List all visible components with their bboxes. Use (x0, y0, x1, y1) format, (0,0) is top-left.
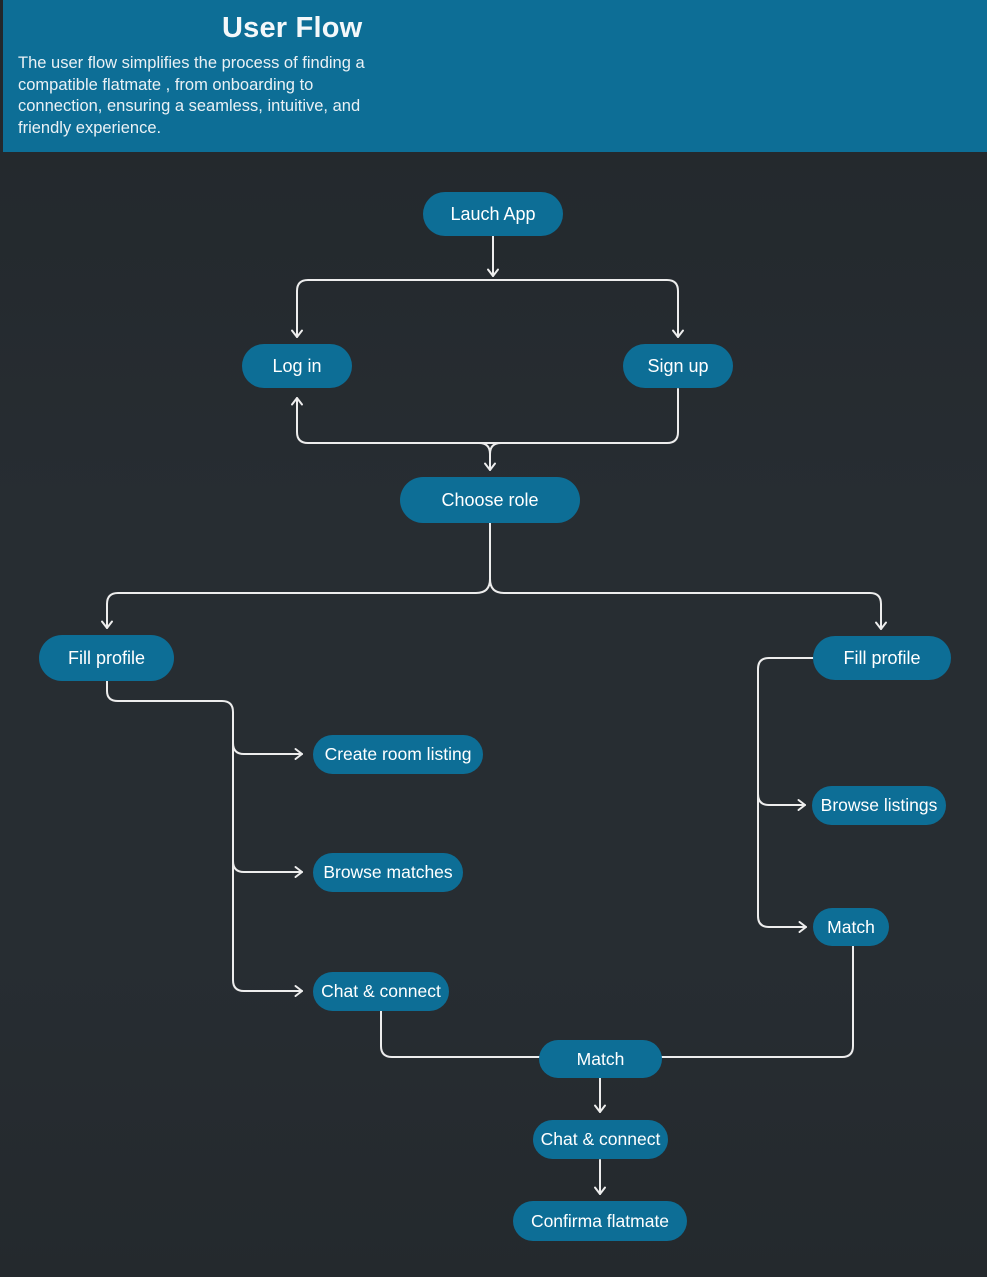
edge-rail-login-signup (291, 279, 684, 338)
edge-split-right (489, 578, 887, 630)
edge-branch-browse-listings (757, 793, 806, 811)
edge-signup-to-login (291, 388, 679, 444)
node-match-center[interactable]: Match (539, 1040, 662, 1078)
edge-cusp-left (478, 442, 491, 455)
node-choose-role[interactable]: Choose role (400, 477, 580, 523)
edge-right-trunk (757, 657, 814, 933)
edge-split-left (101, 578, 491, 629)
node-chat-connect-center[interactable]: Chat & connect (533, 1120, 668, 1159)
header-banner: User Flow The user flow simplifies the p… (3, 0, 987, 152)
page-description: The user flow simplifies the process of … (18, 54, 365, 137)
edge-rightmatch-to-match (661, 945, 854, 1058)
node-fill-profile-left[interactable]: Fill profile (39, 635, 174, 681)
edge-cusp-right (489, 442, 502, 455)
node-match-right[interactable]: Match (813, 908, 889, 946)
node-browse-listings[interactable]: Browse listings (812, 786, 946, 825)
node-launch-app[interactable]: Lauch App (423, 192, 563, 236)
edge-left-trunk (106, 680, 303, 997)
node-log-in[interactable]: Log in (242, 344, 352, 388)
node-sign-up[interactable]: Sign up (623, 344, 733, 388)
node-chat-connect-left[interactable]: Chat & connect (313, 972, 449, 1011)
page-title: User Flow (222, 12, 363, 44)
edge-branch-create-listing (232, 742, 303, 760)
node-browse-matches[interactable]: Browse matches (313, 853, 463, 892)
edge-branch-browse-matches (232, 860, 303, 878)
node-confirm-flatmate[interactable]: Confirma flatmate (513, 1201, 687, 1241)
node-fill-profile-right[interactable]: Fill profile (813, 636, 951, 680)
node-create-room-listing[interactable]: Create room listing (313, 735, 483, 774)
edge-chat-to-match (380, 1010, 540, 1058)
